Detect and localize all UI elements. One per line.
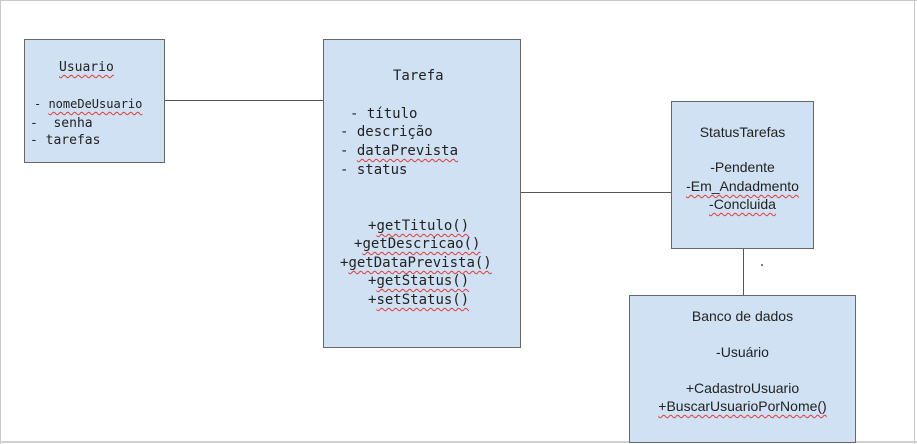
tarefa-method-gettitulo-text: getTitulo() xyxy=(376,218,470,234)
tarefa-method-getdataprevista: +getDataPrevista() xyxy=(340,255,492,271)
connector-usuario-tarefa[interactable] xyxy=(165,100,323,101)
banco-method-cadastro: +CadastroUsuario xyxy=(685,380,800,396)
status-value-concluida-text: -Concluida xyxy=(709,196,776,212)
canvas-border-bottom xyxy=(0,441,917,443)
usuario-class-title: Usuario xyxy=(59,60,114,75)
status-value-pendente: -Pendente xyxy=(710,159,775,175)
tarefa-method-getstatus: +getStatus() xyxy=(368,273,470,289)
tarefa-attr-descricao: - descrição xyxy=(340,124,433,140)
tarefa-method-getdataprevista-text: getDataPrevista() xyxy=(348,255,492,271)
canvas-border-top xyxy=(0,0,917,1)
usuario-attr-nome: - nomeDeUsuario xyxy=(34,97,143,111)
usuario-class-box[interactable]: Usuario - nomeDeUsuario - senha - tarefa… xyxy=(24,39,165,163)
connector-tarefa-status[interactable] xyxy=(521,192,671,193)
status-tarefas-box[interactable]: StatusTarefas -Pendente -Em_Andadmento -… xyxy=(671,101,814,249)
status-value-andamento-text: -Em_Andadmento xyxy=(686,178,799,194)
status-tarefas-title: StatusTarefas xyxy=(699,124,786,140)
tarefa-method-gettitulo: +getTitulo() xyxy=(368,218,470,234)
tarefa-method-setstatus-text: setStatus() xyxy=(376,292,470,308)
stray-dot xyxy=(761,264,763,266)
banco-de-dados-box[interactable]: Banco de dados -Usuário +CadastroUsuario… xyxy=(629,295,856,443)
banco-title: Banco de dados xyxy=(691,308,794,324)
tarefa-attr-dataprevista-text: dataPrevista xyxy=(356,143,459,159)
tarefa-method-getdescricao: +getDescricao() xyxy=(354,236,481,252)
usuario-attr-tarefas: - tarefas xyxy=(30,133,101,148)
banco-method-buscar: +BuscarUsuarioPorNome() xyxy=(630,397,855,415)
usuario-attr-senha: - senha xyxy=(30,116,93,131)
status-value-concluida: -Concluida xyxy=(672,195,813,213)
tarefa-class-box[interactable]: Tarefa - título - descrição - dataPrevis… xyxy=(323,39,521,348)
tarefa-attr-titulo: - título xyxy=(350,106,418,122)
tarefa-method-getdescricao-text: getDescricao() xyxy=(362,236,481,252)
tarefa-attr-status: - status xyxy=(340,162,408,178)
tarefa-method-getstatus-text: getStatus() xyxy=(376,273,470,289)
usuario-attr-nome-text: nomeDeUsuario xyxy=(48,97,143,111)
status-value-andamento: -Em_Andadmento xyxy=(672,177,813,195)
tarefa-method-setstatus: +setStatus() xyxy=(368,292,470,308)
connector-status-banco[interactable] xyxy=(743,249,744,295)
canvas-border-right xyxy=(914,0,915,444)
tarefa-class-title: Tarefa xyxy=(393,68,444,84)
tarefa-attr-dataprevista: - dataPrevista xyxy=(340,143,459,159)
canvas-border-left xyxy=(0,0,1,444)
banco-method-buscar-text: +BuscarUsuarioPorNome() xyxy=(658,398,827,414)
banco-attr-usuario: -Usuário xyxy=(716,344,769,360)
